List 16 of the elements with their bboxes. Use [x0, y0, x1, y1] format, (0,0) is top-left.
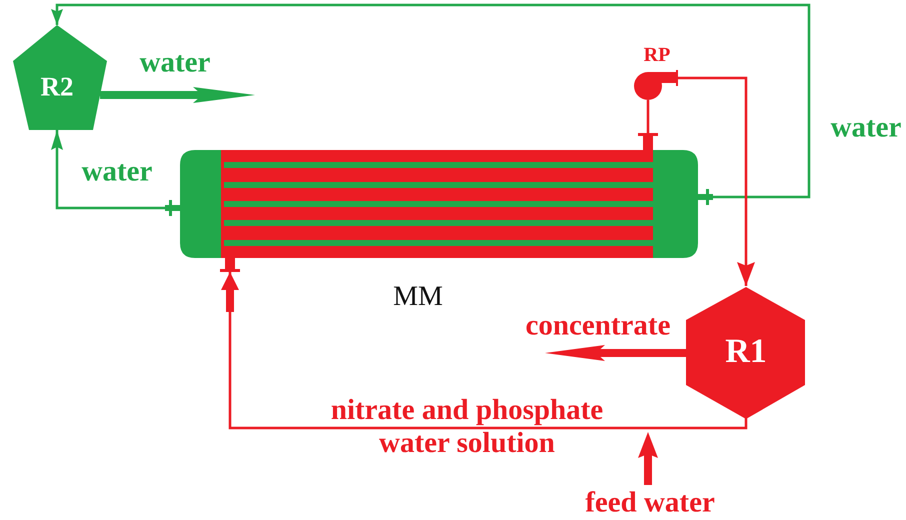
edge-label: water: [140, 46, 210, 80]
flow-arrow: [100, 87, 255, 103]
edge-label: water: [82, 156, 152, 188]
edge-label: nitrate and phosphate water solution: [330, 394, 604, 460]
edge-label: water: [830, 112, 902, 144]
node-label: RP: [644, 45, 670, 65]
flow-arrow: [678, 76, 755, 286]
pipe-line: [646, 100, 650, 133]
flow-label: feed water: [585, 486, 715, 520]
node-label: R1: [725, 335, 767, 369]
edge-label: concentrate: [526, 310, 670, 342]
node-label: R2: [40, 74, 74, 100]
flow-arrow: [545, 345, 686, 361]
flow-arrow: [51, 130, 165, 210]
flow-arrow: [51, 4, 810, 198]
node-label: MM: [393, 283, 443, 311]
